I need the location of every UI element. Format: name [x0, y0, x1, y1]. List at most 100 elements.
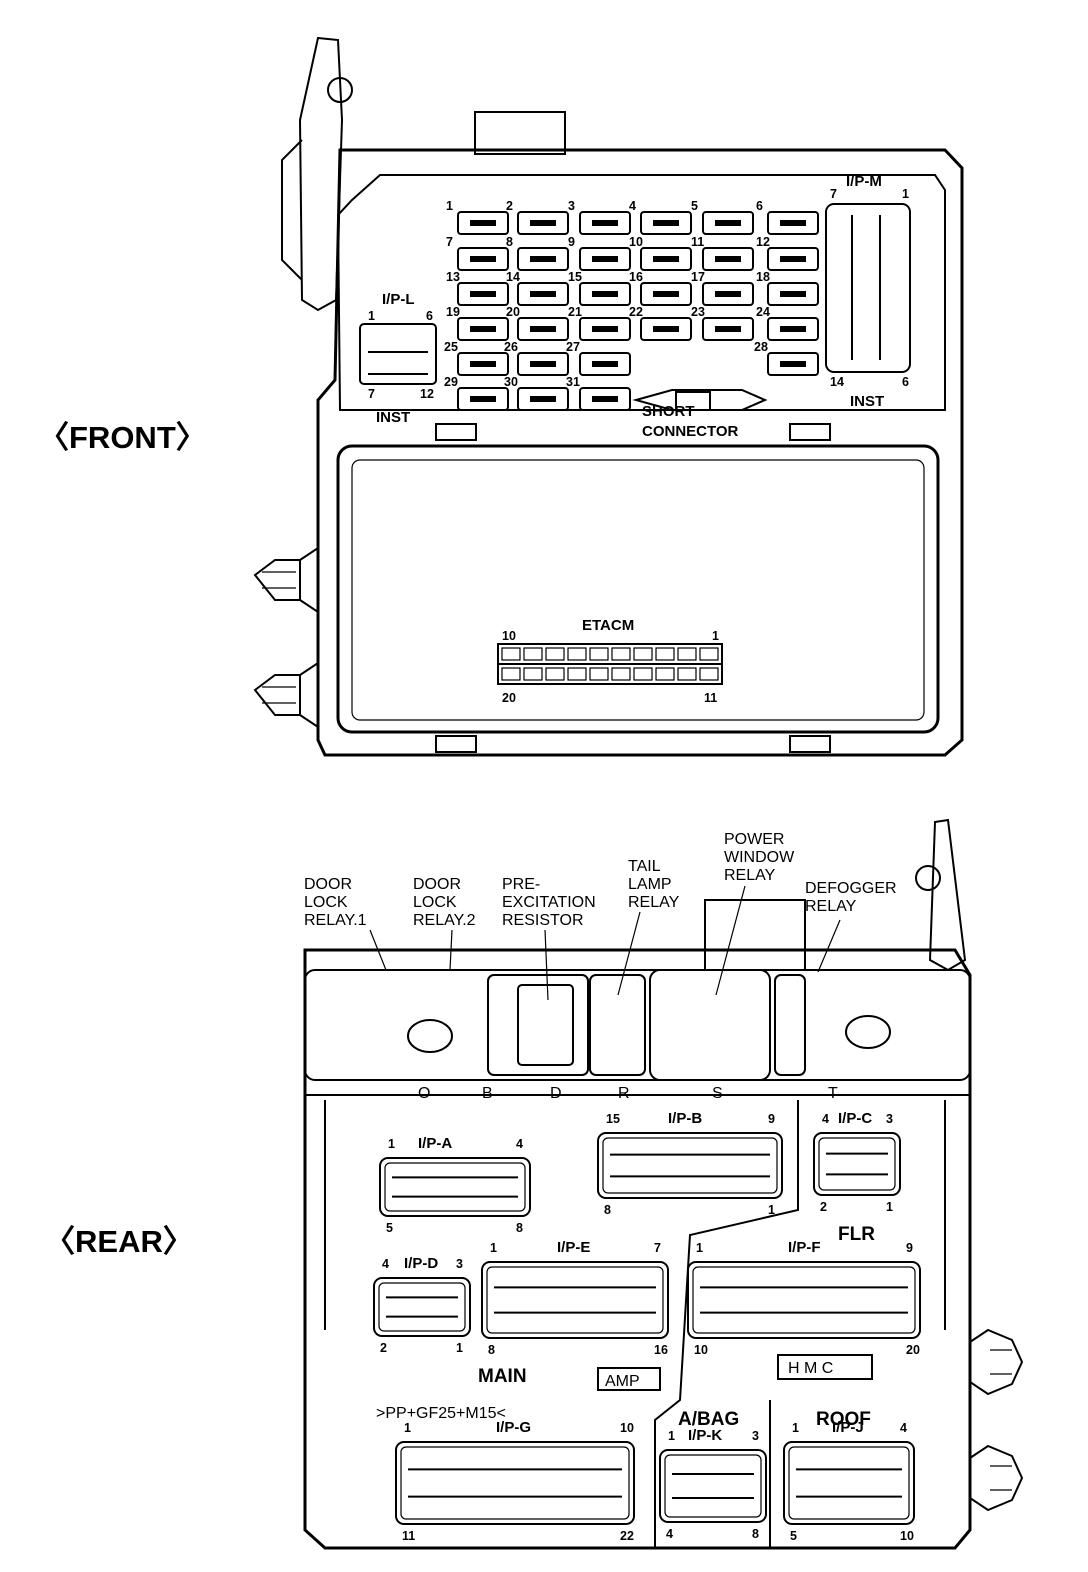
ip-j-pin-tl: 1	[792, 1421, 799, 1435]
ip-k-pin-br: 8	[752, 1527, 759, 1541]
svg-text:DOOR: DOOR	[413, 876, 461, 893]
ip-j-body	[783, 1441, 915, 1525]
ip-d-pin-tl: 4	[382, 1257, 389, 1271]
ip-j-pin-bl: 5	[790, 1529, 797, 1543]
fuse-number-14: 14	[506, 270, 520, 284]
ip-m-caption: INST	[850, 393, 884, 410]
etacm-pin-cell	[567, 647, 587, 661]
etacm-pin-bl: 20	[502, 691, 516, 705]
fuse-number-24: 24	[756, 305, 770, 319]
svg-text:RELAY: RELAY	[628, 894, 680, 911]
ip-b-pin-tl: 15	[606, 1112, 620, 1126]
front-latch-bottom-right	[789, 735, 831, 753]
ip-b-pin-bl: 8	[604, 1203, 611, 1217]
fuse-number-5: 5	[691, 199, 698, 213]
etacm-pin-tl: 10	[502, 629, 516, 643]
fuse-number-25: 25	[444, 340, 458, 354]
fuse-25: 25	[444, 340, 509, 376]
front-clip-lower	[253, 661, 319, 729]
connector-etacm: ETACM 10 1 20 11	[497, 617, 723, 705]
svg-text:DOOR: DOOR	[304, 876, 352, 893]
front-clip-upper	[253, 546, 319, 614]
material-mark: >PP+GF25+M15<	[376, 1405, 506, 1422]
svg-text:DEFOGGER: DEFOGGER	[805, 880, 897, 897]
relay-label-door-lock-1: DOOR LOCK RELAY.1	[304, 876, 367, 929]
svg-text:RESISTOR: RESISTOR	[502, 912, 584, 929]
ip-m-pin-tl: 7	[830, 187, 837, 201]
rear-bolt-right	[845, 1015, 891, 1049]
ip-m-pin-tr: 1	[902, 187, 909, 201]
ip-m-pin-br: 6	[902, 375, 909, 389]
etacm-pin-cell	[633, 667, 653, 681]
hmc-mark-box	[777, 1354, 873, 1380]
front-lower-cover-inner	[351, 459, 925, 721]
fuse-number-27: 27	[566, 340, 580, 354]
ip-a-pin-br: 8	[516, 1221, 523, 1235]
ip-j-pin-br: 10	[900, 1529, 914, 1543]
relay-label-power-window: POWER WINDOW RELAY	[724, 831, 795, 884]
amp-mark-box	[597, 1367, 661, 1391]
ip-g-body	[395, 1441, 635, 1525]
fuse-number-9: 9	[568, 235, 575, 249]
ip-k-pin-bl: 4	[666, 1527, 673, 1541]
fuse-29: 29	[444, 375, 509, 411]
svg-text:TAIL: TAIL	[628, 858, 661, 875]
ip-a-name: I/P-A	[418, 1135, 452, 1152]
ip-g-name: I/P-G	[496, 1419, 531, 1436]
ip-e-pin-br: 16	[654, 1343, 668, 1357]
fuse-30: 30	[504, 375, 569, 411]
group-label-roof: ROOF	[816, 1409, 871, 1430]
ip-a-pin-bl: 5	[386, 1221, 393, 1235]
ip-l-pin-tl: 1	[368, 309, 375, 323]
ip-e-pin-tl: 1	[490, 1241, 497, 1255]
fuse-number-2: 2	[506, 199, 513, 213]
ip-l-caption: INST	[376, 409, 410, 426]
slot-letter-d: D	[550, 1085, 562, 1102]
rear-clip-lower	[969, 1444, 1024, 1512]
front-latch-bottom-left	[435, 735, 477, 753]
svg-text:RELAY: RELAY	[724, 867, 776, 884]
slot-letter-o: O	[418, 1085, 430, 1102]
etacm-pin-cell	[545, 647, 565, 661]
connector-ip-l: I/P-L 1 6 7 12 INST	[359, 291, 437, 426]
fuse-number-28: 28	[754, 340, 768, 354]
fuse-19: 19	[446, 305, 509, 341]
fuse-15: 15	[568, 270, 631, 306]
rear-divider	[654, 1100, 799, 1548]
fuse-9: 9	[568, 235, 631, 271]
front-bracket-bolt	[327, 77, 353, 103]
ip-e-pin-tr: 7	[654, 1241, 661, 1255]
ip-a-body	[379, 1157, 531, 1217]
slot-letter-s: S	[712, 1085, 723, 1102]
ip-j-name: I/P-J	[832, 1419, 864, 1436]
ip-m-pin-bl: 14	[830, 375, 844, 389]
relay-label-door-lock-2: DOOR LOCK RELAY.2	[413, 876, 476, 929]
fuse-4: 4	[629, 199, 692, 235]
fuse-number-22: 22	[629, 305, 643, 319]
svg-text:RELAY.2: RELAY.2	[413, 912, 476, 929]
slot-pre-excitation	[487, 974, 589, 1076]
rear-relay-band	[304, 969, 971, 1081]
group-label-flr: FLR	[838, 1224, 875, 1245]
fuse-27: 27	[566, 340, 631, 376]
ip-a-pin-tr: 4	[516, 1137, 523, 1151]
etacm-pin-cell	[633, 647, 653, 661]
ip-l-pin-br: 12	[420, 387, 434, 401]
fuse-28: 28	[754, 340, 819, 376]
ip-g-pin-tr: 10	[620, 1421, 634, 1435]
fuse-number-21: 21	[568, 305, 582, 319]
etacm-pin-cell	[611, 667, 631, 681]
fuse-number-3: 3	[568, 199, 575, 213]
slot-letter-r: R	[618, 1085, 630, 1102]
fuse-number-23: 23	[691, 305, 705, 319]
etacm-pin-br: 11	[704, 691, 717, 705]
fuse-number-29: 29	[444, 375, 458, 389]
etacm-pin-cell	[523, 647, 543, 661]
slot-power-window	[649, 969, 771, 1081]
rear-view-label: 〈REAR〉	[44, 1224, 194, 1259]
front-bracket-flange	[281, 139, 303, 281]
